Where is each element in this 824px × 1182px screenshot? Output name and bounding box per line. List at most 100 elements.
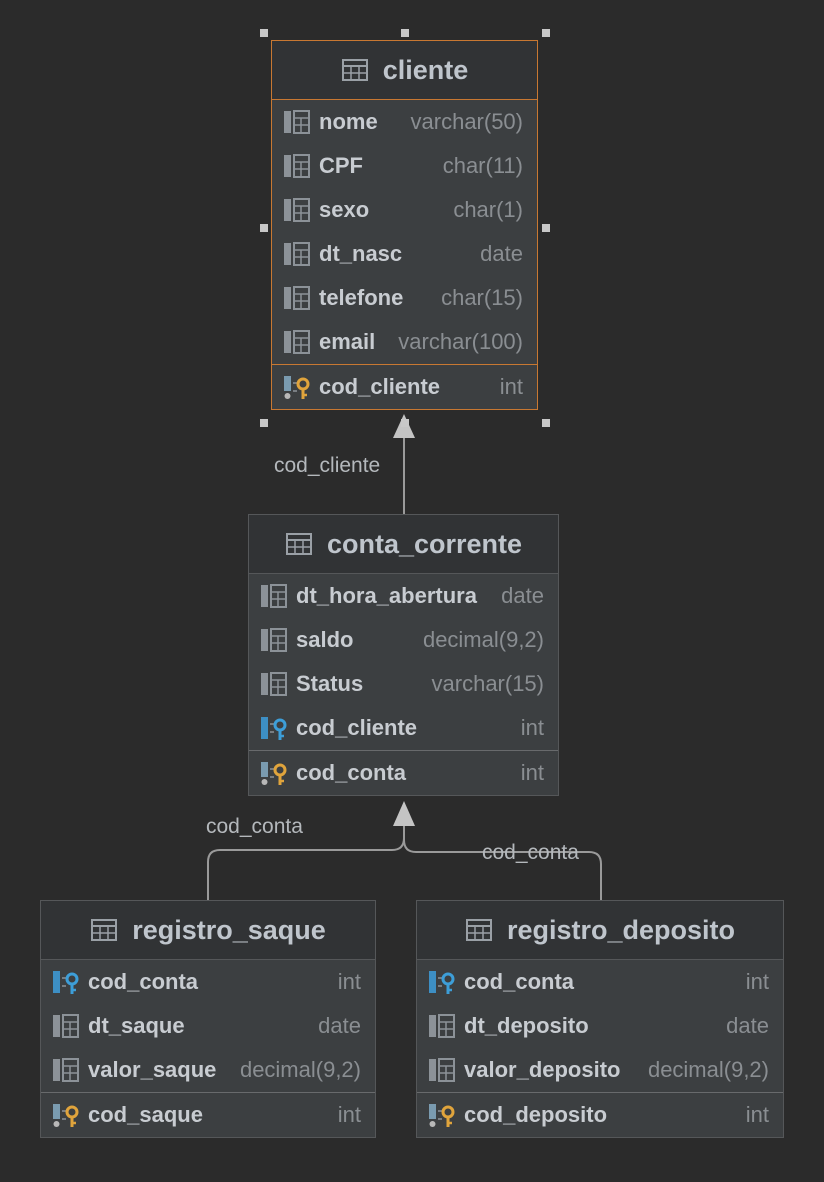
column-name: cod_conta — [464, 969, 575, 994]
key-separator — [41, 1092, 375, 1093]
column-name: saldo — [296, 627, 354, 652]
column-icon — [53, 1058, 79, 1082]
column-row[interactable]: dt_nasc date — [272, 232, 537, 276]
column-row[interactable]: valor_deposito decimal(9,2) — [417, 1048, 783, 1092]
column-type: int — [520, 760, 544, 785]
column-icon — [284, 154, 310, 178]
column-name: valor_deposito — [464, 1057, 621, 1082]
column-type: date — [480, 241, 523, 266]
primary-key-icon — [53, 1104, 79, 1127]
column-row[interactable]: dt_saque date — [41, 1004, 375, 1048]
resize-handle[interactable] — [401, 29, 409, 37]
column-type: int — [337, 969, 361, 994]
column-row[interactable]: dt_deposito date — [417, 1004, 783, 1048]
column-icon — [284, 110, 310, 134]
resize-handle[interactable] — [542, 419, 550, 427]
column-name: dt_saque — [88, 1013, 185, 1038]
column-type: varchar(50) — [410, 109, 523, 134]
column-row[interactable]: sexo char(1) — [272, 188, 537, 232]
column-type: decimal(9,2) — [422, 627, 544, 652]
resize-handle[interactable] — [260, 29, 268, 37]
column-type: date — [726, 1013, 769, 1038]
column-type: date — [318, 1013, 361, 1038]
column-name: cod_cliente — [296, 715, 418, 740]
foreign-key-icon — [429, 971, 455, 994]
resize-handle[interactable] — [260, 419, 268, 427]
table-header[interactable]: conta_corrente — [249, 515, 558, 574]
table-title: conta_corrente — [326, 528, 523, 559]
column-type: char(15) — [441, 285, 523, 310]
column-row[interactable]: nome varchar(50) — [272, 100, 537, 144]
primary-key-row[interactable]: cod_cliente int — [272, 365, 537, 409]
table-header[interactable]: registro_saque — [41, 901, 375, 960]
relation-line-deposito-cod-conta[interactable] — [403, 824, 602, 900]
column-name: Status — [296, 671, 364, 696]
column-icon — [261, 672, 287, 696]
key-separator — [417, 1092, 783, 1093]
foreign-key-row[interactable]: cod_conta int — [41, 960, 375, 1004]
foreign-key-icon — [53, 971, 79, 994]
column-row[interactable]: telefone char(15) — [272, 276, 537, 320]
column-icon — [284, 286, 310, 310]
table-header[interactable]: registro_deposito — [417, 901, 783, 960]
column-icon — [284, 198, 310, 222]
column-name: nome — [319, 109, 378, 134]
column-row[interactable]: saldo decimal(9,2) — [249, 618, 558, 662]
table-icon — [341, 59, 368, 81]
column-row[interactable]: Status varchar(15) — [249, 662, 558, 706]
column-name: email — [319, 329, 376, 354]
column-type: date — [501, 583, 544, 608]
column-name: cod_saque — [88, 1102, 203, 1127]
table-title: registro_deposito — [506, 914, 736, 945]
column-type: char(1) — [453, 197, 523, 222]
column-name: dt_nasc — [319, 241, 403, 266]
column-name: cod_conta — [88, 969, 199, 994]
key-separator — [272, 364, 537, 365]
resize-handle[interactable] — [542, 224, 550, 232]
column-name: cod_conta — [296, 760, 407, 785]
column-type: decimal(9,2) — [239, 1057, 361, 1082]
table-registro-saque[interactable]: registro_saque cod_conta int dt_saque date va… — [40, 900, 376, 1138]
column-name: cod_deposito — [464, 1102, 608, 1127]
column-icon — [261, 584, 287, 608]
primary-key-icon — [429, 1104, 455, 1127]
table-icon — [91, 919, 118, 941]
primary-key-icon — [284, 376, 310, 399]
column-row[interactable]: valor_saque decimal(9,2) — [41, 1048, 375, 1092]
column-icon — [53, 1014, 79, 1038]
column-type: decimal(9,2) — [647, 1057, 769, 1082]
table-icon — [285, 533, 312, 555]
column-name: valor_saque — [88, 1057, 217, 1082]
key-separator — [249, 750, 558, 751]
column-name: dt_deposito — [464, 1013, 589, 1038]
column-type: varchar(15) — [431, 671, 544, 696]
resize-handle[interactable] — [401, 419, 409, 427]
column-name: telefone — [319, 285, 404, 310]
primary-key-row[interactable]: cod_deposito int — [417, 1093, 783, 1137]
column-icon — [429, 1014, 455, 1038]
column-name: sexo — [319, 197, 370, 222]
table-header[interactable]: cliente — [272, 41, 537, 100]
column-name: cod_cliente — [319, 374, 441, 399]
foreign-key-icon — [261, 717, 287, 740]
primary-key-row[interactable]: cod_conta int — [249, 751, 558, 795]
relation-label-saque-cod-conta: cod_conta — [206, 815, 303, 838]
resize-handle[interactable] — [260, 224, 268, 232]
primary-key-icon — [261, 762, 287, 785]
column-type: int — [499, 374, 523, 399]
column-type: int — [745, 969, 769, 994]
arrow-head-conta-corrente — [393, 801, 415, 826]
column-type: int — [745, 1102, 769, 1127]
column-icon — [284, 242, 310, 266]
resize-handle[interactable] — [542, 29, 550, 37]
foreign-key-row[interactable]: cod_conta int — [417, 960, 783, 1004]
relation-label-deposito-cod-conta: cod_conta — [482, 841, 579, 864]
